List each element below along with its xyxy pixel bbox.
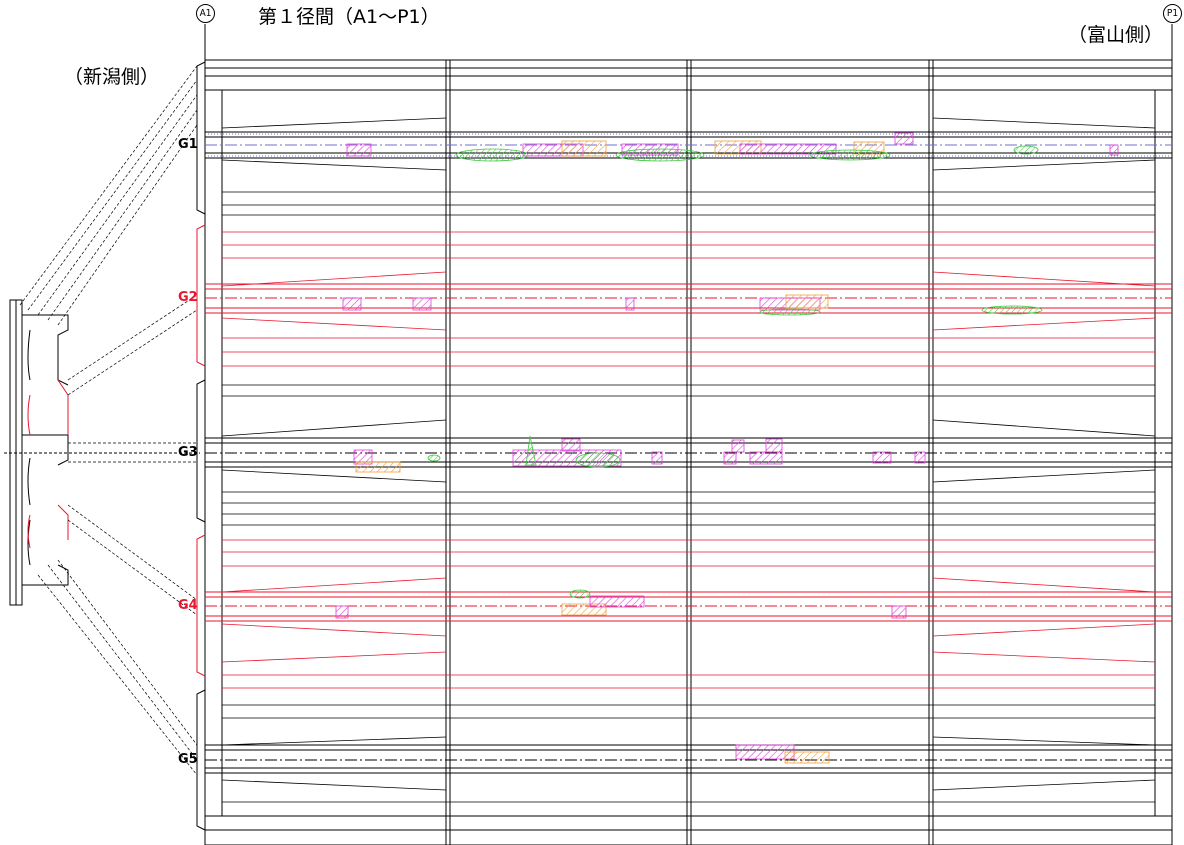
span-frame bbox=[204, 24, 1173, 845]
damage-marks bbox=[335, 132, 1119, 764]
bay-lines bbox=[221, 117, 1156, 803]
girder-band-g5 bbox=[205, 744, 1172, 774]
diagram-title: 第１径間（A1～P1） bbox=[258, 6, 440, 28]
axis-marker-end: P1 bbox=[1163, 4, 1182, 23]
axis-marker-start: A1 bbox=[196, 4, 215, 23]
girder-label-g2: G2 bbox=[178, 290, 198, 305]
girder-bands bbox=[205, 131, 1172, 774]
girder-label-g3: G3 bbox=[178, 445, 198, 460]
girder-label-g1: G1 bbox=[178, 137, 198, 152]
girder-band-g4 bbox=[205, 591, 1172, 622]
girder-brackets bbox=[196, 61, 206, 831]
girder-label-g5: G5 bbox=[178, 752, 198, 767]
girder-band-g3 bbox=[205, 437, 1172, 468]
girder-cross-section bbox=[4, 65, 200, 776]
left-side-label: （新潟側） bbox=[64, 66, 160, 88]
right-side-label: （富山側） bbox=[1068, 24, 1164, 46]
girder-label-g4: G4 bbox=[178, 598, 198, 613]
